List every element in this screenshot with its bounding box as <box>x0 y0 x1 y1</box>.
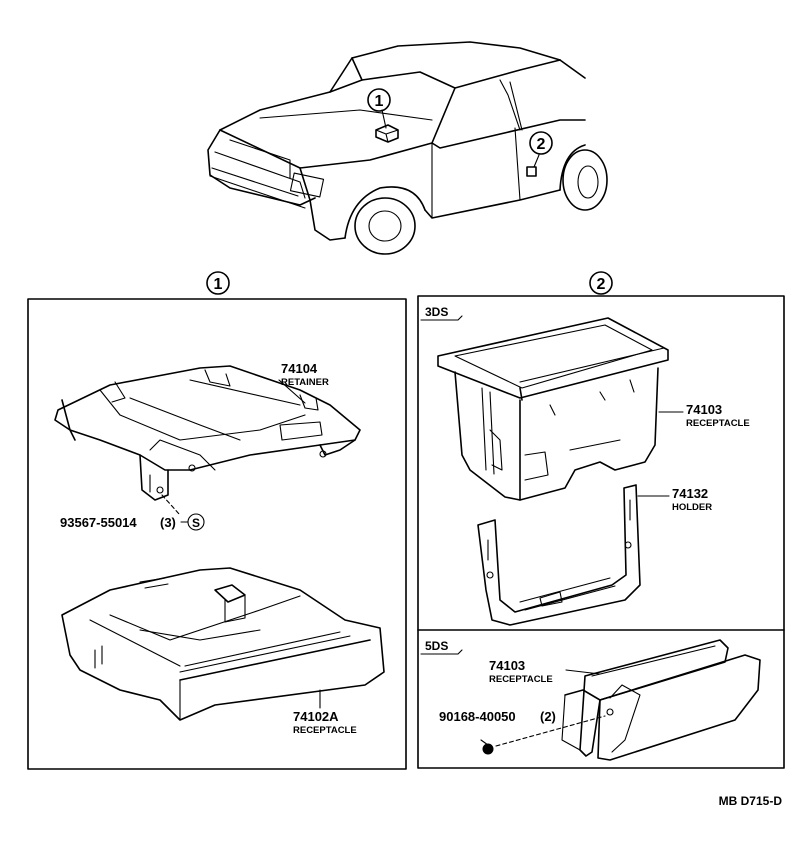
svg-text:(3): (3) <box>160 515 176 530</box>
receptacle-74103-5ds-leader <box>565 669 601 675</box>
screw-1-label: 93567-55014 (3) S <box>60 513 205 531</box>
svg-text:90168-40050: 90168-40050 <box>439 709 516 724</box>
receptacle-74103-5ds-illustration <box>561 639 761 761</box>
receptacle-74102a-illustration <box>61 567 385 721</box>
retainer-part-name: RETAINER <box>281 377 329 388</box>
receptacle-74102a-part-name: RECEPTACLE <box>293 725 357 736</box>
car-overview-illustration <box>207 41 608 255</box>
screw-1-leader <box>161 494 181 516</box>
section-1-frame <box>27 298 407 770</box>
callout-1-car: 1 <box>367 88 391 112</box>
receptacle-74103-3ds-part-name: RECEPTACLE <box>686 418 750 429</box>
svg-text:2: 2 <box>537 136 546 153</box>
holder-74132-part-number: 74132 <box>672 486 708 501</box>
screw-2-illustration <box>480 715 606 755</box>
section-1-marker: 1 <box>206 271 230 295</box>
receptacle-74102a-part-number: 74102A <box>293 709 339 724</box>
screw-2-label: 90168-40050 (2) <box>439 709 556 724</box>
holder-74132-part-name: HOLDER <box>672 502 712 513</box>
retainer-leader <box>278 379 306 404</box>
diagram-code: MB D715-D <box>719 794 783 808</box>
retainer-part-number: 74104 <box>281 361 318 376</box>
svg-text:3DS: 3DS <box>425 305 448 319</box>
holder-74132-illustration <box>477 484 641 626</box>
retainer-illustration <box>54 365 361 501</box>
svg-text:1: 1 <box>214 276 223 293</box>
section-2-frame <box>417 295 785 769</box>
svg-text:1: 1 <box>375 93 384 110</box>
tag-3ds: 3DS <box>420 305 463 321</box>
receptacle-74103-5ds-part-number: 74103 <box>489 658 525 673</box>
callout-2-car: 2 <box>529 131 553 155</box>
section-2-marker: 2 <box>589 271 613 295</box>
screw-1-mark: S <box>192 516 200 530</box>
receptacle-74103-3ds-illustration <box>437 317 669 501</box>
receptacle-74103-3ds-part-number: 74103 <box>686 402 722 417</box>
svg-text:5DS: 5DS <box>425 639 448 653</box>
svg-text:93567-55014: 93567-55014 <box>60 515 137 530</box>
tag-5ds: 5DS <box>420 639 463 655</box>
svg-text:2: 2 <box>597 276 606 293</box>
receptacle-74103-5ds-part-name: RECEPTACLE <box>489 674 553 685</box>
svg-text:(2): (2) <box>540 709 556 724</box>
